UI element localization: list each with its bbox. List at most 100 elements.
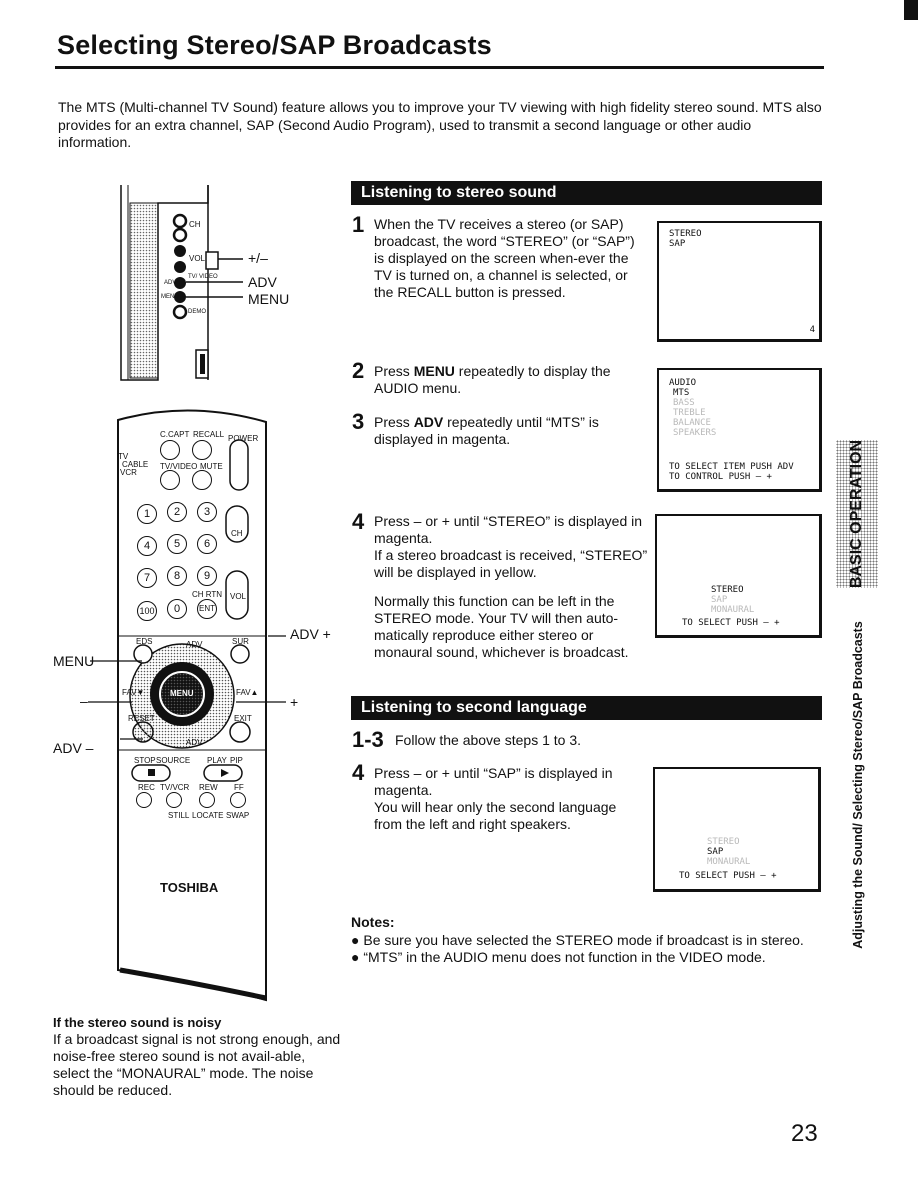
screen2-footer1: TO SELECT ITEM PUSH ADV <box>669 462 794 472</box>
tv-panel-illustration: CH VOL TV/ VIDEO ADV MENU DEMO +/– ADV M… <box>118 183 318 383</box>
remote-tvvideo-button[interactable] <box>160 470 180 490</box>
screen1-stereo: STEREO <box>669 229 702 239</box>
section-header-stereo: Listening to stereo sound <box>351 181 822 205</box>
screen-audio-menu: AUDIO MTS BASS TREBLE BALANCE SPEAKERS T… <box>657 368 822 492</box>
remote-key-100[interactable]: 100 <box>137 601 157 621</box>
section2-step4-text: Press – or + until “SAP” is displayed in… <box>374 765 617 832</box>
remote-rew-label: REW <box>199 783 218 792</box>
remote-menu-callout: MENU <box>53 653 95 669</box>
screen2-item-treble: TREBLE <box>673 408 706 418</box>
screen2-item-balance: BALANCE <box>673 418 711 428</box>
remote-key-4[interactable]: 4 <box>137 536 157 556</box>
page-corner-marker <box>904 0 918 20</box>
remote-locate-label: LOCATE <box>192 811 224 820</box>
remote-recall-button[interactable] <box>192 440 212 460</box>
remote-menu-button[interactable]: MENU <box>170 689 194 698</box>
step4-text: Press – or + until “STEREO” is displayed… <box>374 513 648 660</box>
remote-key-0[interactable]: 0 <box>167 599 187 619</box>
screen2-mts: MTS <box>673 388 690 398</box>
screen3-footer: TO SELECT PUSH – + <box>682 618 780 628</box>
page-title: Selecting Stereo/SAP Broadcasts <box>57 30 492 60</box>
screen1-channel: 4 <box>809 325 815 335</box>
remote-exit-label: EXIT <box>234 714 252 723</box>
remote-chrtn-label: CH RTN <box>192 590 223 599</box>
side-running-title: Adjusting the Sound/ Selecting Stereo/SA… <box>851 621 865 949</box>
step3-number: 3 <box>352 409 365 434</box>
tv-video-label: TV/ VIDEO <box>188 274 218 280</box>
notes-heading: Notes: <box>351 914 395 930</box>
remote-mode-vcr: VCR <box>120 468 137 477</box>
remote-key-8[interactable]: 8 <box>167 566 187 586</box>
remote-rew-button[interactable] <box>199 792 215 808</box>
notes-block: Notes: ● Be sure you have selected the S… <box>351 914 821 966</box>
step2-number: 2 <box>352 358 365 383</box>
remote-tvvcr-button[interactable] <box>166 792 182 808</box>
remote-tvvcr-label: TV/VCR <box>160 783 190 792</box>
remote-eds-label: EDS <box>136 637 153 646</box>
screen3-sap: SAP <box>711 595 728 605</box>
remote-fav-down-label: FAV▼ <box>122 688 145 697</box>
tv-menu-label: MENU <box>161 294 179 300</box>
remote-fav-up-label: FAV▲ <box>236 688 259 697</box>
remote-key-1[interactable]: 1 <box>137 504 157 524</box>
noisy-heading: If the stereo sound is noisy <box>53 1015 222 1030</box>
intro-paragraph: The MTS (Multi-channel TV Sound) feature… <box>58 99 822 150</box>
step13-number: 1-3 <box>352 727 384 752</box>
title-rule <box>55 66 824 69</box>
remote-recall-label: RECALL <box>193 430 225 439</box>
remote-pip-label: PIP <box>230 756 243 765</box>
note-item-1: ● Be sure you have selected the STEREO m… <box>351 932 804 948</box>
remote-ccapt-button[interactable] <box>160 440 180 460</box>
tv-plusminus-callout: +/– <box>248 250 268 266</box>
remote-ch-label: CH <box>231 529 243 538</box>
remote-vol-label: VOL <box>230 592 247 601</box>
section2-step4-number: 4 <box>352 760 365 785</box>
remote-key-5[interactable]: 5 <box>167 534 187 554</box>
remote-stop-label: STOP <box>134 756 156 765</box>
screen2-footer2: TO CONTROL PUSH – + <box>669 472 772 482</box>
step1-text: When the TV receives a stereo (or SAP) b… <box>374 216 635 300</box>
remote-minus-callout: – <box>80 693 88 709</box>
remote-mode-tv: TV <box>118 452 129 461</box>
noisy-text: If a broadcast signal is not strong enou… <box>53 1031 341 1098</box>
remote-ff-button[interactable] <box>230 792 246 808</box>
step4-number: 4 <box>352 509 365 534</box>
page-number: 23 <box>791 1120 818 1147</box>
remote-rec-button[interactable] <box>136 792 152 808</box>
remote-rec-label: REC <box>138 783 155 792</box>
remote-adv-plus-callout: ADV + <box>290 626 331 642</box>
remote-swap-label: SWAP <box>226 811 250 820</box>
screen4-stereo: STEREO <box>707 837 740 847</box>
noisy-sound-block: If the stereo sound is noisy If a broadc… <box>53 1014 343 1099</box>
remote-play-label: PLAY <box>207 756 227 765</box>
remote-key-9[interactable]: 9 <box>197 566 217 586</box>
remote-adv-bottom-label: ADV <box>186 738 203 747</box>
screen-sap-select: STEREO SAP MONAURAL TO SELECT PUSH – + <box>653 767 821 892</box>
remote-power-label: POWER <box>228 434 259 443</box>
remote-still-label: STILL <box>168 811 190 820</box>
screen2-item-bass: BASS <box>673 398 695 408</box>
screen4-sap: SAP <box>707 847 724 857</box>
remote-ff-label: FF <box>234 783 244 792</box>
remote-tvvideo-label: TV/VIDEO <box>160 462 198 471</box>
remote-key-3[interactable]: 3 <box>197 502 217 522</box>
remote-key-2[interactable]: 2 <box>167 502 187 522</box>
remote-sur-label: SUR <box>232 637 249 646</box>
section-header-second-language: Listening to second language <box>351 696 822 720</box>
remote-key-ent[interactable]: ENT <box>197 599 217 619</box>
screen2-item-speakers: SPEAKERS <box>673 428 717 438</box>
remote-source-label: SOURCE <box>156 756 191 765</box>
section-tab-basic-operation <box>836 440 878 588</box>
tv-adv-callout: ADV <box>248 274 277 290</box>
step1-number: 1 <box>352 212 365 237</box>
remote-key-6[interactable]: 6 <box>197 534 217 554</box>
tv-adv-label: ADV <box>164 280 177 286</box>
remote-mute-button[interactable] <box>192 470 212 490</box>
remote-mute-label: MUTE <box>200 462 223 471</box>
remote-key-7[interactable]: 7 <box>137 568 157 588</box>
note-item-2: ● “MTS” in the AUDIO menu does not funct… <box>351 949 766 965</box>
screen-stereo-display: STEREO SAP 4 <box>657 221 822 342</box>
remote-reset-label: RESET <box>128 714 155 723</box>
screen4-footer: TO SELECT PUSH – + <box>679 871 777 881</box>
remote-adv-minus-callout: ADV – <box>53 740 94 756</box>
